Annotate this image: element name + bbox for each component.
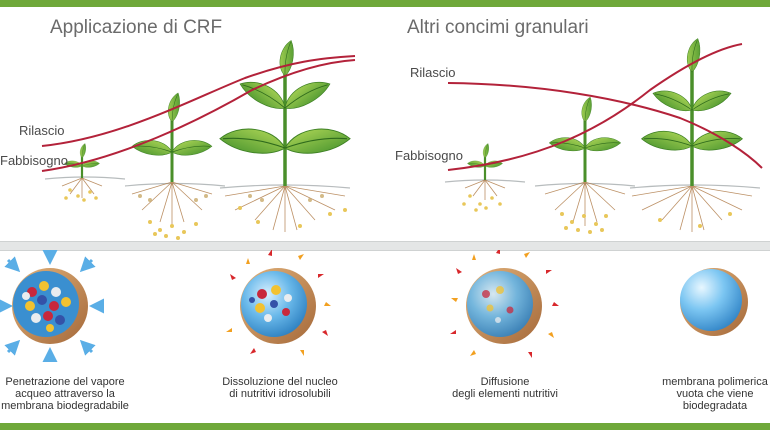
release-arrows-3 (450, 250, 559, 358)
left-need-label: Fabbisogno (0, 153, 68, 168)
top-green-bar (0, 0, 770, 7)
right-need-curve (447, 43, 743, 171)
plant-large-left (219, 38, 351, 186)
nutrient-granules-1 (22, 281, 71, 332)
caption-stage-3: Diffusione degli elementi nutritivi (452, 376, 558, 400)
plant-small-right (467, 142, 503, 180)
plant-medium-left (131, 91, 213, 182)
nutrient-granules-2 (249, 285, 292, 322)
capsule-stages (0, 250, 748, 362)
plant-large-right (641, 36, 743, 186)
right-release-curve (447, 82, 763, 169)
panel-divider (0, 241, 770, 251)
plant-small-left (64, 142, 100, 178)
left-release-label: Rilascio (19, 123, 65, 138)
left-need-curve (41, 59, 356, 172)
nutrient-granules-3 (482, 286, 514, 323)
caption-stage-1: Penetrazione del vapore acqueo attravers… (1, 376, 129, 412)
release-arrows-2 (226, 250, 331, 356)
capsule-stage-3 (450, 250, 559, 358)
right-panel-title: Altri concimi granulari (407, 17, 589, 38)
left-panel-title: Applicazione di CRF (50, 17, 223, 38)
soil-lines (44, 176, 761, 189)
released-nutrients (138, 194, 324, 202)
capsule-stage-1 (0, 250, 104, 362)
right-need-label: Fabbisogno (395, 148, 463, 163)
growth-diagram (41, 36, 763, 240)
right-release-label: Rilascio (410, 65, 456, 80)
caption-stage-4: membrana polimerica vuota che viene biod… (662, 376, 768, 412)
left-release-curve (41, 55, 356, 147)
capsule-stage-4 (680, 268, 748, 336)
bottom-green-bar (0, 423, 770, 430)
plant-medium-right (549, 95, 621, 182)
caption-stage-2: Dissoluzione del nucleo di nutritivi idr… (222, 376, 338, 400)
capsule-stage-2 (226, 250, 331, 356)
fertilizer-granules (64, 188, 732, 240)
